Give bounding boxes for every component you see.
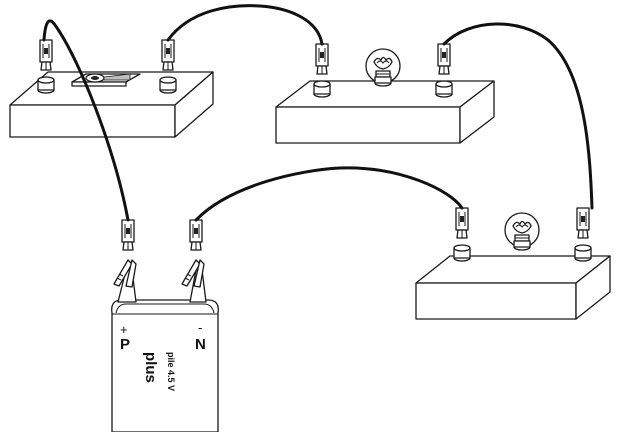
lower-lamp-right-plug bbox=[576, 207, 590, 239]
battery-negative-letter: N bbox=[195, 336, 206, 353]
wire-lower-lamp-to-battery-negative bbox=[194, 166, 464, 222]
switch-left-plug bbox=[39, 39, 53, 71]
wire-switch-to-upper-lamp bbox=[166, 4, 324, 46]
lower-lamp-terminal-left bbox=[453, 244, 471, 262]
lower-lamp-board bbox=[415, 255, 611, 320]
svg-text:pile 4.5 V: pile 4.5 V bbox=[166, 352, 176, 391]
battery bbox=[111, 299, 219, 432]
lower-lamp-left-plug bbox=[455, 207, 469, 239]
svg-text:P: P bbox=[120, 336, 130, 353]
switch-terminal-left bbox=[37, 76, 55, 94]
svg-text:-: - bbox=[198, 320, 202, 335]
negative-clip-plug bbox=[189, 219, 203, 251]
switch-right-plug bbox=[161, 39, 175, 71]
positive-clip-plug bbox=[121, 219, 135, 251]
battery-voltage-label: pile 4.5 V bbox=[166, 352, 176, 391]
battery-positive-sign: + bbox=[120, 322, 128, 337]
lower-light-bulb bbox=[504, 212, 540, 251]
upper-lamp-left-plug bbox=[315, 43, 329, 75]
battery-brand-label: plus bbox=[142, 352, 159, 383]
battery-positive-letter: P bbox=[120, 336, 130, 353]
svg-text:+: + bbox=[120, 322, 128, 337]
upper-lamp-board bbox=[275, 80, 495, 144]
upper-lamp-terminal-left bbox=[313, 80, 331, 98]
lower-lamp-terminal-right bbox=[574, 244, 592, 262]
wire-battery-positive-to-switch bbox=[42, 19, 130, 222]
wire-upper-lamp-to-lower-lamp bbox=[442, 22, 594, 210]
svg-text:plus: plus bbox=[142, 352, 159, 383]
svg-text:N: N bbox=[195, 336, 206, 353]
battery-negative-sign: - bbox=[198, 320, 202, 335]
switch-terminal-right bbox=[159, 76, 177, 94]
upper-lamp-terminal-right bbox=[435, 80, 453, 98]
upper-lamp-right-plug bbox=[437, 43, 451, 75]
